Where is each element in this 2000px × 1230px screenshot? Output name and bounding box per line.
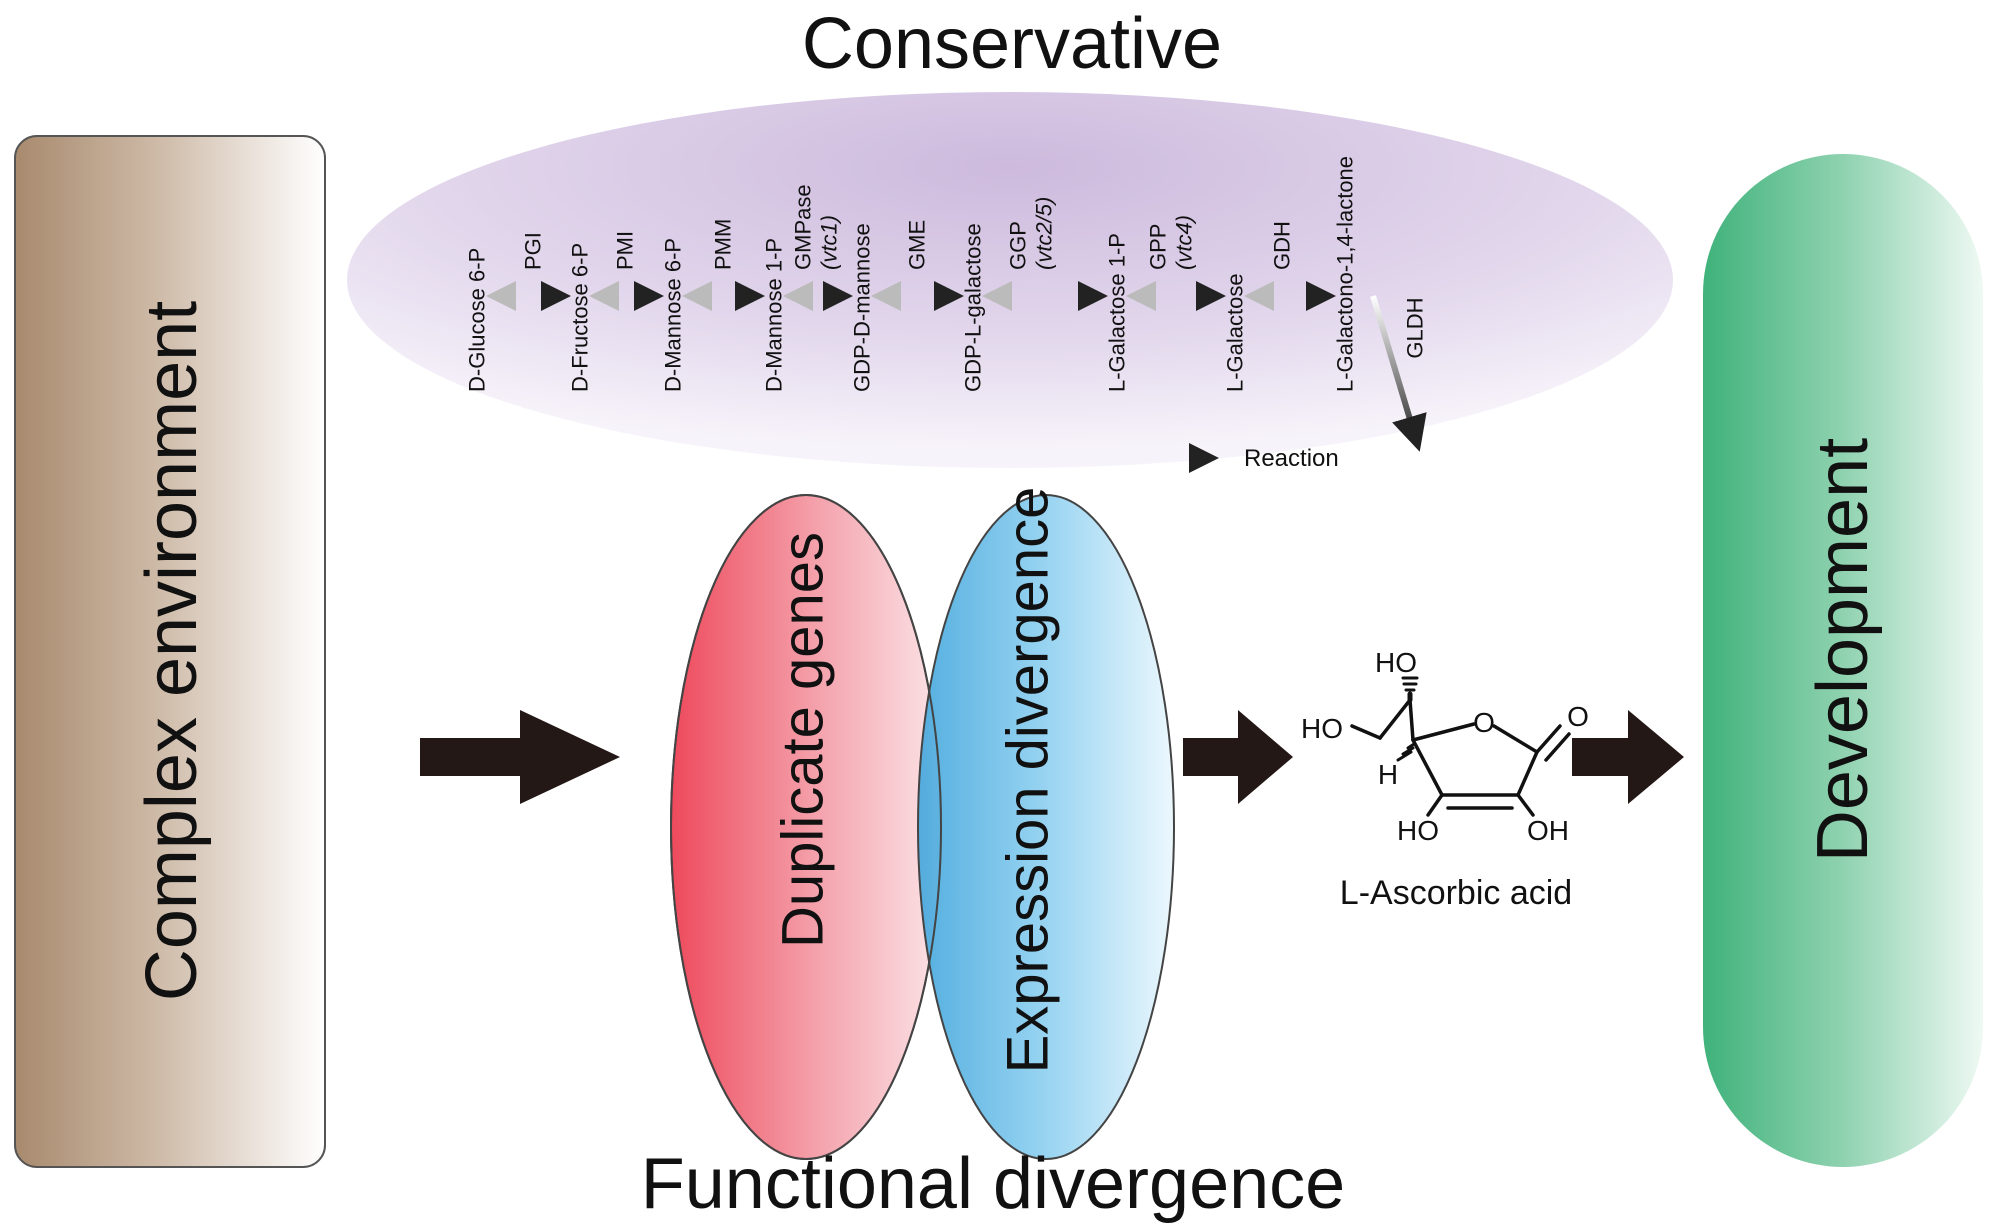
- metabolite-label: D-Mannose 6-P: [661, 238, 686, 392]
- gldh-arrow: [1370, 295, 1427, 452]
- metabolite-label: GDP-L-galactose: [961, 223, 986, 392]
- development-box: [1703, 154, 1983, 1167]
- duplicate-genes-outline: [670, 494, 942, 1160]
- expression-divergence-ellipse: [917, 494, 1175, 1160]
- enzyme-label: PMM: [711, 219, 736, 270]
- ascorbate-ho-top: HO: [1375, 647, 1417, 678]
- metabolite-label: L-Galactose: [1223, 273, 1248, 392]
- metabolite-label: L-Galactose 1-P: [1105, 233, 1130, 392]
- metabolite-label: D-Mannose 1-P: [762, 238, 787, 392]
- enzyme-label: PMI: [613, 231, 638, 270]
- pathway-group: D-Glucose 6-P D-Fructose 6-P D-Mannose 6-P…: [465, 156, 1358, 392]
- enzyme-label: GME: [905, 220, 930, 270]
- duplicate-genes-label: Duplicate genes: [771, 532, 836, 948]
- arrow-ascorbate-to-development: [1572, 710, 1684, 804]
- enzyme-label: PGI: [521, 232, 546, 270]
- arrow-divergence-to-ascorbate: [1183, 710, 1293, 804]
- metabolite-label: L-Galactono-1,4-lactone: [1333, 156, 1358, 392]
- complex-environment-box: [14, 135, 326, 1168]
- l-ascorbic-acid-label: L-Ascorbic acid: [1340, 874, 1572, 912]
- enzyme-label: GMPase: [791, 184, 816, 270]
- development-label: Development: [1803, 438, 1883, 862]
- enzyme-label: GGP: [1006, 221, 1031, 270]
- metabolite-label: GDP-D-mannose: [850, 223, 875, 392]
- reaction-legend-label: Reaction: [1244, 445, 1339, 472]
- metabolite-label: D-Fructose 6-P: [568, 243, 593, 392]
- ascorbate-carbonyl-o: O: [1567, 701, 1589, 732]
- enzyme-label: GDH: [1270, 221, 1295, 270]
- conservative-pathway-ellipse: [347, 92, 1673, 468]
- enzyme-gene-label: (vtc4): [1172, 215, 1197, 270]
- functional-divergence-title: Functional divergence: [641, 1144, 1345, 1224]
- expression-divergence-label: Expression divergence: [996, 487, 1061, 1074]
- ascorbate-oh-bottom-right: OH: [1527, 815, 1569, 846]
- conservative-title: Conservative: [802, 4, 1222, 84]
- gldh-label: GLDH: [1403, 297, 1428, 358]
- ascorbic-acid-structure: [1350, 676, 1571, 817]
- ascorbate-ho-left: HO: [1301, 713, 1343, 744]
- ascorbate-ring-o: O: [1473, 707, 1495, 738]
- ascorbate-h: H: [1378, 759, 1398, 790]
- enzyme-gene-label: (vtc2/5): [1032, 197, 1057, 270]
- complex-environment-label: Complex environment: [132, 301, 212, 1001]
- arrow-environment-to-genes: [420, 710, 620, 804]
- enzyme-label: GPP: [1146, 224, 1171, 270]
- metabolite-label: D-Glucose 6-P: [465, 248, 490, 392]
- enzyme-gene-label: (vtc1): [817, 215, 842, 270]
- ascorbate-ho-bottom-left: HO: [1397, 815, 1439, 846]
